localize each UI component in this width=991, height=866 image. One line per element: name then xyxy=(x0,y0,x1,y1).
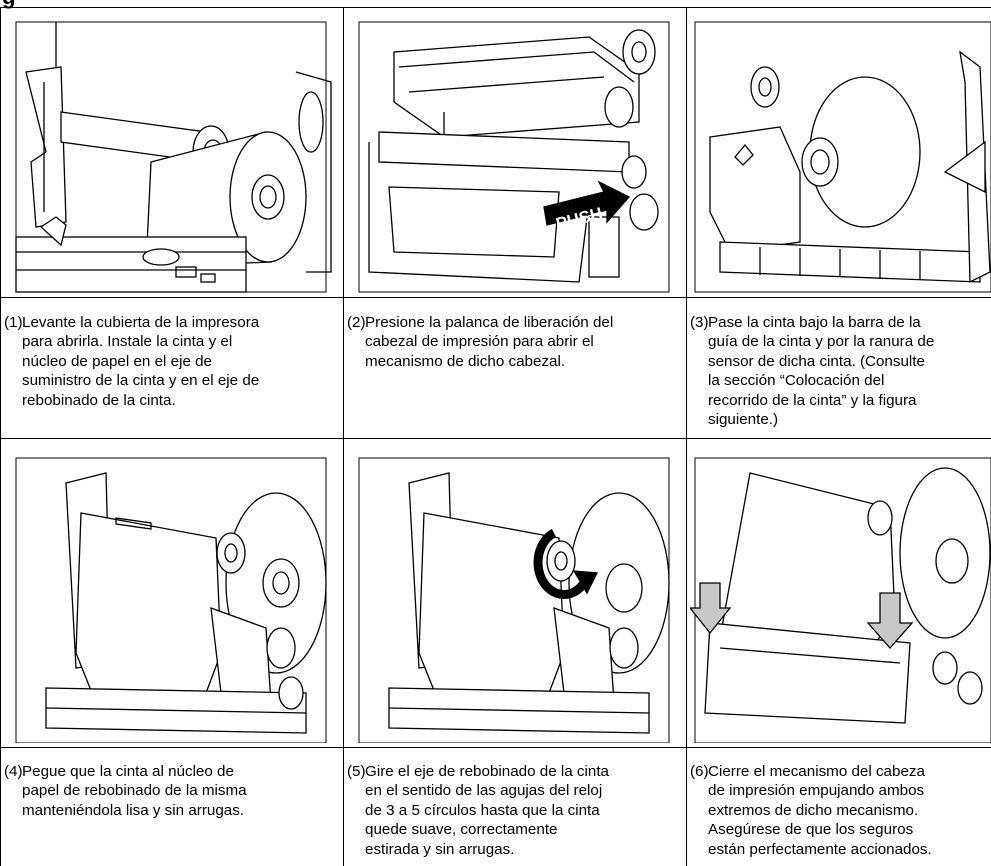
step-text-line: sensor de dicha cinta. (Consulte xyxy=(708,352,991,371)
step-number: (5) xyxy=(347,762,366,781)
step-text-line: manteniéndola lisa y sin arrugas. xyxy=(22,801,341,820)
table-col-divider xyxy=(686,7,687,866)
step-text-line: extremos de dicho mecanismo. xyxy=(708,801,991,820)
step-caption: (1) Levante la cubierta de la impresora … xyxy=(4,313,341,435)
step-text-line: de impresión empujando ambos xyxy=(708,781,991,800)
step-text-line: papel de rebobinado de la misma xyxy=(22,781,341,800)
step-text-line: Cierre el mecanismo del cabeza xyxy=(708,762,991,781)
step-caption: (6) Cierre el mecanismo del cabeza de im… xyxy=(690,762,991,866)
table-col-divider xyxy=(343,7,344,866)
table-row-divider xyxy=(0,297,991,298)
step-number: (4) xyxy=(4,762,23,781)
step-number: (2) xyxy=(347,313,366,332)
step-text-line: estirada y sin arrugas. xyxy=(365,840,684,859)
illustration-step-3 xyxy=(690,12,991,294)
step-text-line: suministro de la cinta y en el eje de xyxy=(22,371,341,390)
illustration-step-4 xyxy=(6,443,339,743)
step-text-line: están perfectamente accionados. xyxy=(708,840,991,859)
step-caption: (3) Pase la cinta bajo la barra de la gu… xyxy=(690,313,991,435)
step-caption: (5) Gire el eje de rebobinado de la cint… xyxy=(347,762,684,866)
table-row-divider xyxy=(0,438,991,439)
illustration-step-1 xyxy=(6,12,339,294)
illustration-step-2: PUSH xyxy=(349,12,682,294)
step-text-line: Pegue que la cinta al núcleo de xyxy=(22,762,341,781)
step-number: (1) xyxy=(4,313,23,332)
step-text-line: en el sentido de las agujas del reloj xyxy=(365,781,684,800)
step-number: (6) xyxy=(690,762,709,781)
step-caption: (2) Presione la palanca de liberación de… xyxy=(347,313,684,435)
step-text-line: Levante la cubierta de la impresora xyxy=(22,313,341,332)
table-row-divider xyxy=(0,747,991,748)
step-text-line: la sección “Colocación del xyxy=(708,371,991,390)
illustration-step-5 xyxy=(349,443,682,743)
step-text-line: Gire el eje de rebobinado de la cinta xyxy=(365,762,684,781)
step-text-line: núcleo de papel en el eje de xyxy=(22,352,341,371)
illustration-step-6 xyxy=(690,443,991,743)
step-text-line: Asegúrese de que los seguros xyxy=(708,820,991,839)
step-number: (3) xyxy=(690,313,709,332)
step-caption: (4) Pegue que la cinta al núcleo de pape… xyxy=(4,762,341,866)
step-text-line: recorrido de la cinta” y la figura xyxy=(708,391,991,410)
step-text-line: siguiente.) xyxy=(708,410,991,429)
step-text-line: Pase la cinta bajo la barra de la xyxy=(708,313,991,332)
step-text-line: Presione la palanca de liberación del xyxy=(365,313,684,332)
step-text-line: guía de la cinta y por la ranura de xyxy=(708,332,991,351)
table-border-top xyxy=(0,7,991,8)
step-text-line: quede suave, correctamente xyxy=(365,820,684,839)
table-border-left xyxy=(0,7,1,866)
step-text-line: para abrirla. Instale la cinta y el xyxy=(22,332,341,351)
step-text-line: de 3 a 5 círculos hasta que la cinta xyxy=(365,801,684,820)
step-text-line: rebobinado de la cinta. xyxy=(22,391,341,410)
step-text-line: cabezal de impresión para abrir el xyxy=(365,332,684,351)
step-text-line: mecanismo de dicho cabezal. xyxy=(365,352,684,371)
